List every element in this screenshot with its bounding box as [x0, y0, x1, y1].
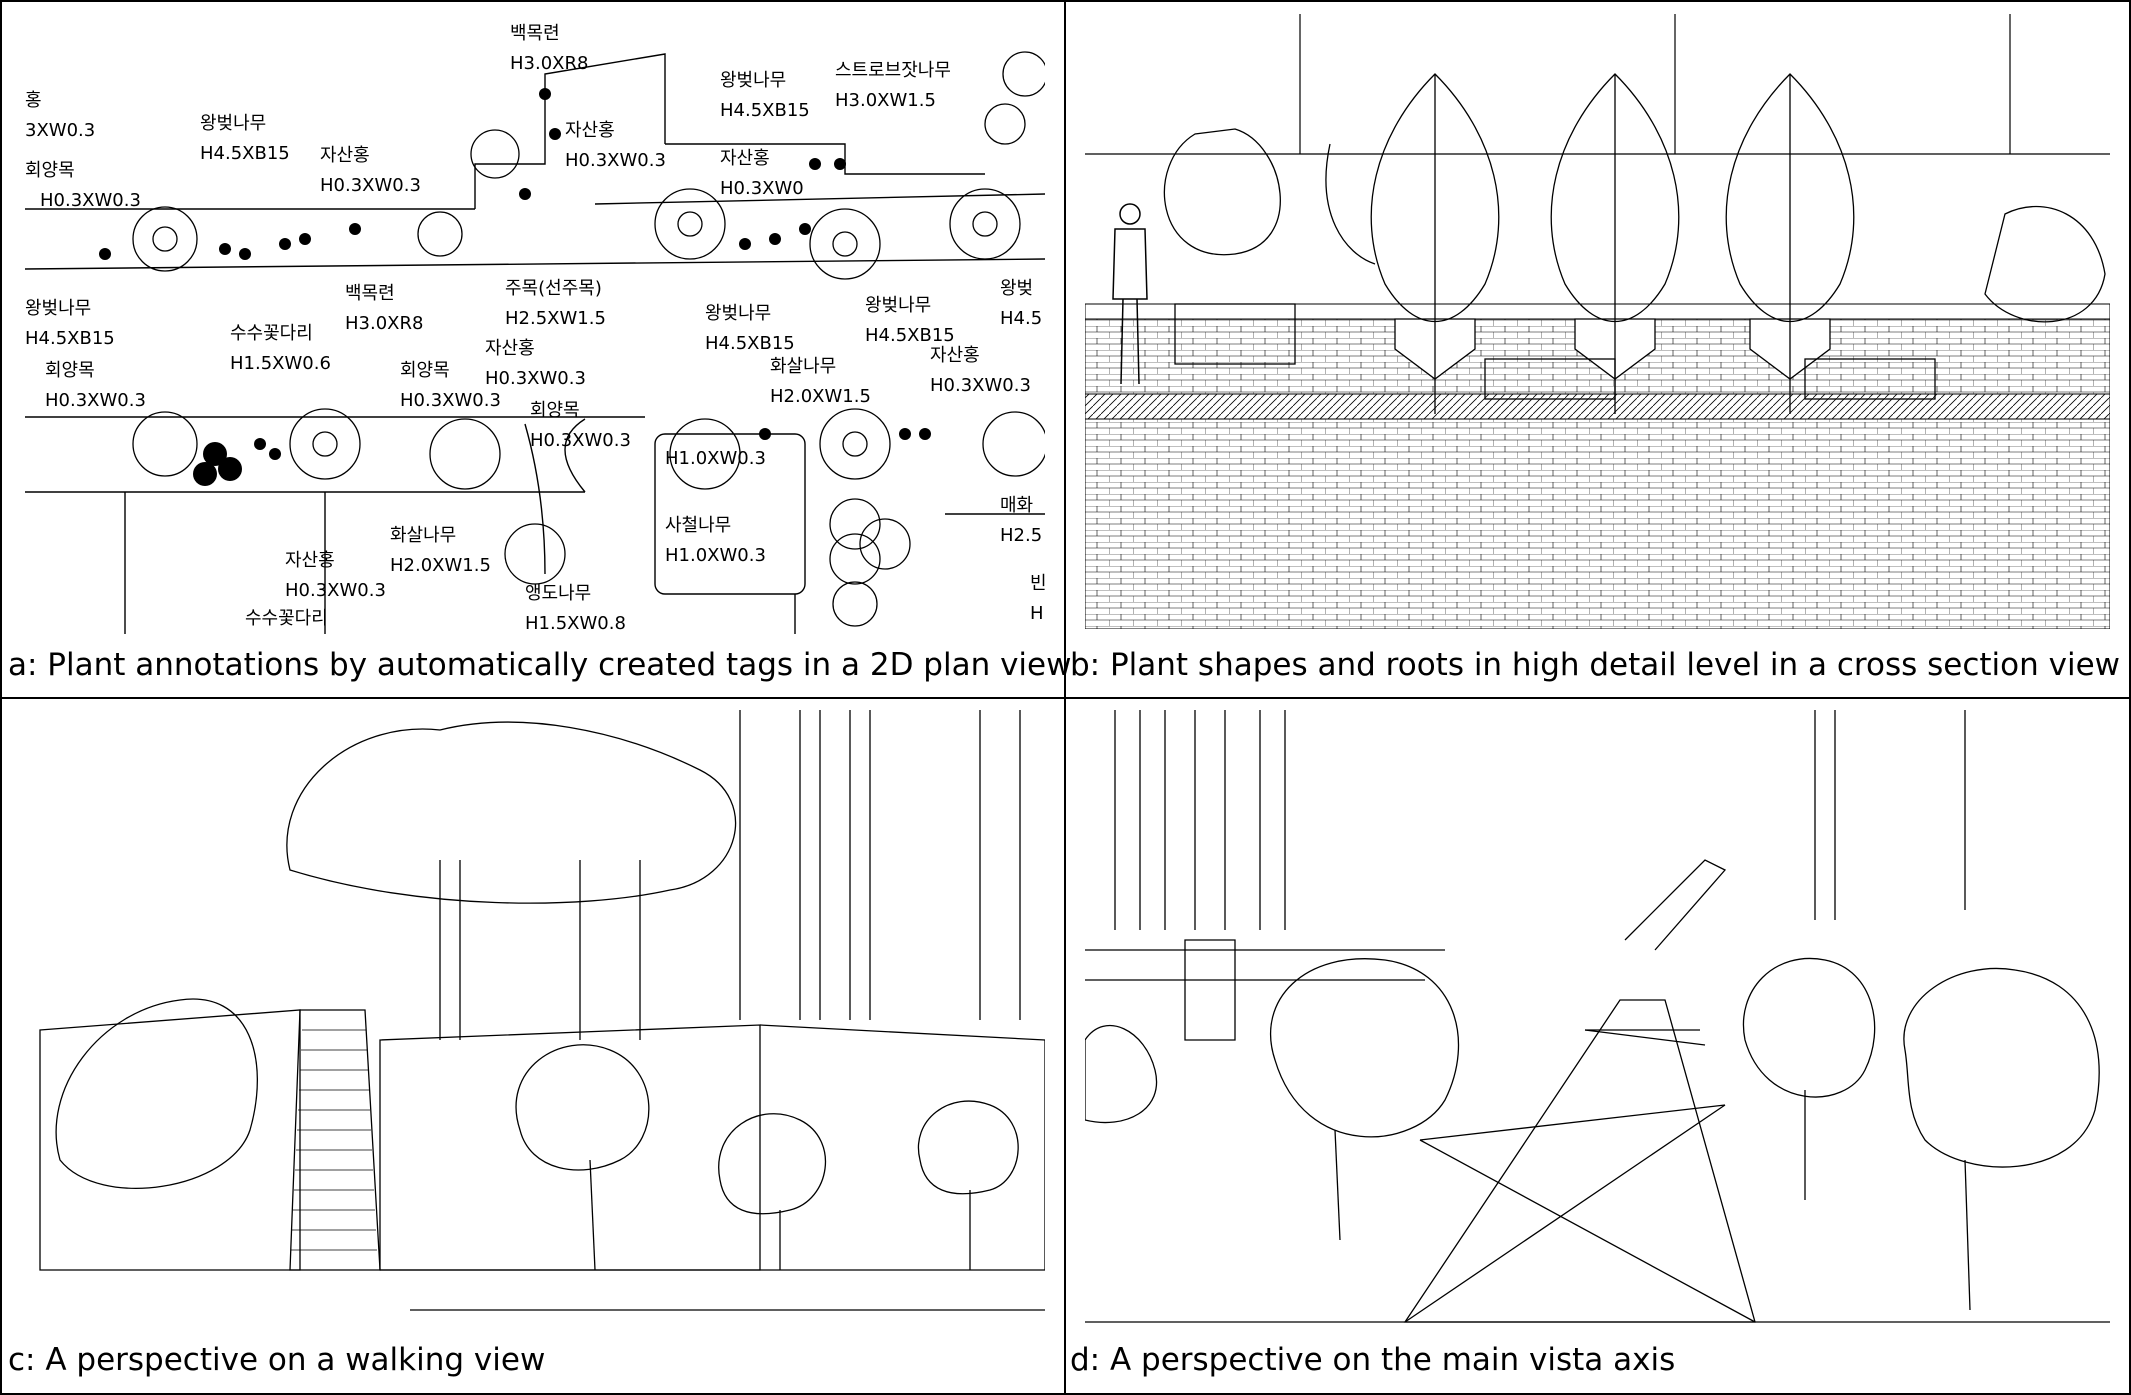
svg-text:H4.5XB15: H4.5XB15 — [720, 100, 810, 121]
svg-text:H4.5XB15: H4.5XB15 — [865, 325, 955, 346]
svg-text:H1.0XW0.3: H1.0XW0.3 — [665, 545, 766, 566]
svg-text:H0.3XW0.3: H0.3XW0.3 — [40, 190, 141, 211]
svg-text:백목련: 백목련 — [510, 23, 560, 44]
panel-d-caption: d: A perspective on the main vista axis — [1070, 1342, 1676, 1378]
panel-b — [1085, 14, 2110, 629]
svg-text:H4.5XB15: H4.5XB15 — [705, 333, 795, 354]
svg-text:H4.5XB15: H4.5XB15 — [25, 328, 115, 349]
svg-text:H2.5: H2.5 — [1000, 525, 1042, 546]
svg-text:자산홍: 자산홍 — [565, 120, 615, 141]
svg-text:H0.3XW0.3: H0.3XW0.3 — [45, 390, 146, 411]
svg-text:회양목: 회양목 — [45, 360, 95, 381]
svg-text:H0.3XW0.3: H0.3XW0.3 — [930, 375, 1031, 396]
svg-text:자산홍: 자산홍 — [720, 148, 770, 169]
svg-text:앵도나무: 앵도나무 — [525, 583, 591, 604]
svg-text:수수꽃다리: 수수꽃다리 — [230, 323, 313, 344]
svg-text:회양목: 회양목 — [530, 400, 580, 421]
svg-text:H0.3XW0: H0.3XW0 — [720, 178, 804, 199]
panel-c — [20, 710, 1045, 1325]
svg-text:자산홍: 자산홍 — [285, 550, 335, 571]
svg-text:홍: 홍 — [25, 90, 42, 111]
svg-text:왕벚나무: 왕벚나무 — [720, 70, 786, 91]
svg-text:회양목: 회양목 — [400, 360, 450, 381]
shrub-dots — [99, 88, 931, 486]
svg-text:자산홍: 자산홍 — [930, 345, 980, 366]
svg-text:왕벚나무: 왕벚나무 — [25, 298, 91, 319]
walking-view-perspective — [39, 710, 1045, 1311]
svg-text:빈: 빈 — [1030, 573, 1045, 594]
svg-text:왕벚나무: 왕벚나무 — [200, 113, 266, 134]
panel-d — [1085, 710, 2110, 1325]
svg-text:H2.0XW1.5: H2.0XW1.5 — [390, 555, 491, 576]
vista-axis-perspective — [1085, 710, 2110, 1323]
svg-text:H: H — [1030, 603, 1044, 624]
trees — [1163, 73, 2106, 414]
svg-text:왕벚나무: 왕벚나무 — [865, 295, 931, 316]
cross-section-drawing — [1085, 14, 2110, 629]
panel-a-caption: a: Plant annotations by automatically cr… — [8, 647, 1072, 683]
svg-text:H0.3XW0.3: H0.3XW0.3 — [530, 430, 631, 451]
svg-text:주목(선주목): 주목(선주목) — [505, 278, 602, 299]
svg-text:스트로브잣나무: 스트로브잣나무 — [835, 60, 951, 81]
svg-text:3XW0.3: 3XW0.3 — [25, 120, 95, 141]
svg-text:H0.3XW0.3: H0.3XW0.3 — [565, 150, 666, 171]
tree-symbols — [132, 51, 1045, 627]
svg-text:H3.0XW1.5: H3.0XW1.5 — [835, 90, 936, 111]
svg-text:H2.0XW1.5: H2.0XW1.5 — [770, 386, 871, 407]
svg-text:H0.3XW0.3: H0.3XW0.3 — [285, 580, 386, 601]
svg-text:H1.5XW0.8: H1.5XW0.8 — [525, 613, 626, 634]
svg-text:수수꽃다리: 수수꽃다리 — [245, 608, 328, 629]
plan-view-drawing: 홍 3XW0.3 회양목 H0.3XW0.3 왕벚나무 H4.5XB15 자산홍… — [25, 23, 1045, 634]
panel-c-caption: c: A perspective on a walking view — [8, 1342, 546, 1378]
svg-text:H4.5: H4.5 — [1000, 308, 1042, 329]
svg-text:화살나무: 화살나무 — [390, 525, 456, 546]
panel-b-caption: b: Plant shapes and roots in high detail… — [1070, 647, 2121, 683]
svg-text:자산홍: 자산홍 — [485, 338, 535, 359]
svg-text:왕벚: 왕벚 — [1000, 278, 1033, 299]
svg-text:왕벚나무: 왕벚나무 — [705, 303, 771, 324]
svg-text:회양목: 회양목 — [25, 160, 75, 181]
svg-text:H2.5XW1.5: H2.5XW1.5 — [505, 308, 606, 329]
panel-a: 홍 3XW0.3 회양목 H0.3XW0.3 왕벚나무 H4.5XB15 자산홍… — [25, 14, 1045, 634]
svg-text:H3.0XR8: H3.0XR8 — [510, 53, 588, 74]
svg-text:H0.3XW0.3: H0.3XW0.3 — [485, 368, 586, 389]
svg-text:H4.5XB15: H4.5XB15 — [200, 143, 290, 164]
svg-text:사철나무: 사철나무 — [665, 515, 731, 536]
svg-text:H0.3XW0.3: H0.3XW0.3 — [320, 175, 421, 196]
svg-text:H3.0XR8: H3.0XR8 — [345, 313, 423, 334]
plant-tags: 홍 3XW0.3 회양목 H0.3XW0.3 왕벚나무 H4.5XB15 자산홍… — [25, 23, 1045, 634]
svg-text:화살나무: 화살나무 — [770, 356, 836, 377]
svg-text:자산홍: 자산홍 — [320, 145, 370, 166]
svg-text:H0.3XW0.3: H0.3XW0.3 — [400, 390, 501, 411]
person-figure — [1112, 203, 1148, 385]
svg-text:H1.5XW0.6: H1.5XW0.6 — [230, 353, 331, 374]
svg-text:백목련: 백목련 — [345, 283, 395, 304]
svg-text:매화: 매화 — [1000, 495, 1033, 516]
svg-text:H1.0XW0.3: H1.0XW0.3 — [665, 448, 766, 469]
